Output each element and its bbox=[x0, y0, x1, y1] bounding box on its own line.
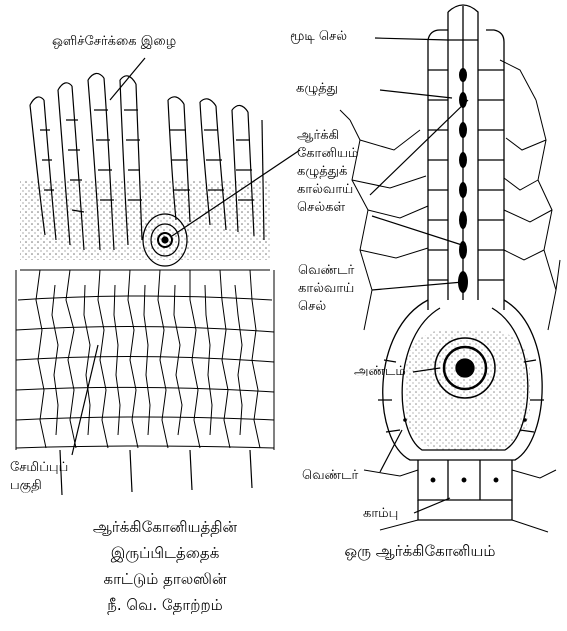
label-neck: கழுத்து bbox=[296, 80, 338, 98]
label-ncc-line1: ஆர்க்கி bbox=[297, 127, 359, 145]
label-venter-canal-cell: வெண்டர் கால்வாய் செல் bbox=[298, 262, 354, 316]
label-vcc-line3: செல் bbox=[298, 298, 354, 316]
surrounding-cells bbox=[340, 60, 560, 532]
label-cover-cell: மூடி செல் bbox=[290, 28, 347, 46]
caption-left-line2: இருப்பிடத்தைக் bbox=[60, 540, 270, 566]
archegonium-figure bbox=[340, 5, 560, 532]
label-paraphyses: ஒளிச்சேர்க்கை இழை bbox=[52, 33, 176, 51]
storage-parenchyma bbox=[16, 270, 274, 450]
archegonium-stalk bbox=[418, 460, 512, 520]
rhizoids bbox=[60, 450, 252, 495]
label-vcc-line2: கால்வாய் bbox=[298, 280, 354, 298]
thallus-section bbox=[16, 73, 274, 495]
label-venter: வெண்டர் bbox=[302, 467, 358, 485]
label-egg: அண்டம் bbox=[354, 363, 406, 381]
chlorenchyma-band bbox=[20, 180, 270, 260]
caption-left: ஆர்க்கிகோனியத்தின் இருப்பிடத்தைக் காட்டு… bbox=[60, 514, 270, 618]
caption-left-line3: காட்டும் தாலஸின் bbox=[60, 566, 270, 592]
label-ncc-line4: கால்வாய் bbox=[297, 181, 359, 199]
label-ncc-line3: கழுத்துக் bbox=[297, 163, 359, 181]
label-ncc-line5: செல்கள் bbox=[297, 199, 359, 217]
egg-cell bbox=[435, 338, 495, 398]
label-sterile-tissue-line2: பகுதி bbox=[10, 477, 68, 495]
label-ncc-line2: கோனியம் bbox=[297, 145, 359, 163]
label-sterile-tissue: சேமிப்புப் பகுதி bbox=[10, 459, 68, 495]
label-stalk: காம்பு bbox=[363, 505, 398, 523]
label-vcc-line1: வெண்டர் bbox=[298, 262, 354, 280]
caption-left-line4: நீ. வெ. தோற்றம் bbox=[60, 592, 270, 618]
caption-right: ஒரு ஆர்க்கிகோனியம் bbox=[300, 538, 540, 564]
caption-left-line1: ஆர்க்கிகோனியத்தின் bbox=[60, 514, 270, 540]
label-neck-canal-cells: ஆர்க்கி கோனியம் கழுத்துக் கால்வாய் செல்க… bbox=[297, 127, 359, 217]
label-sterile-tissue-line1: சேமிப்புப் bbox=[10, 459, 68, 477]
